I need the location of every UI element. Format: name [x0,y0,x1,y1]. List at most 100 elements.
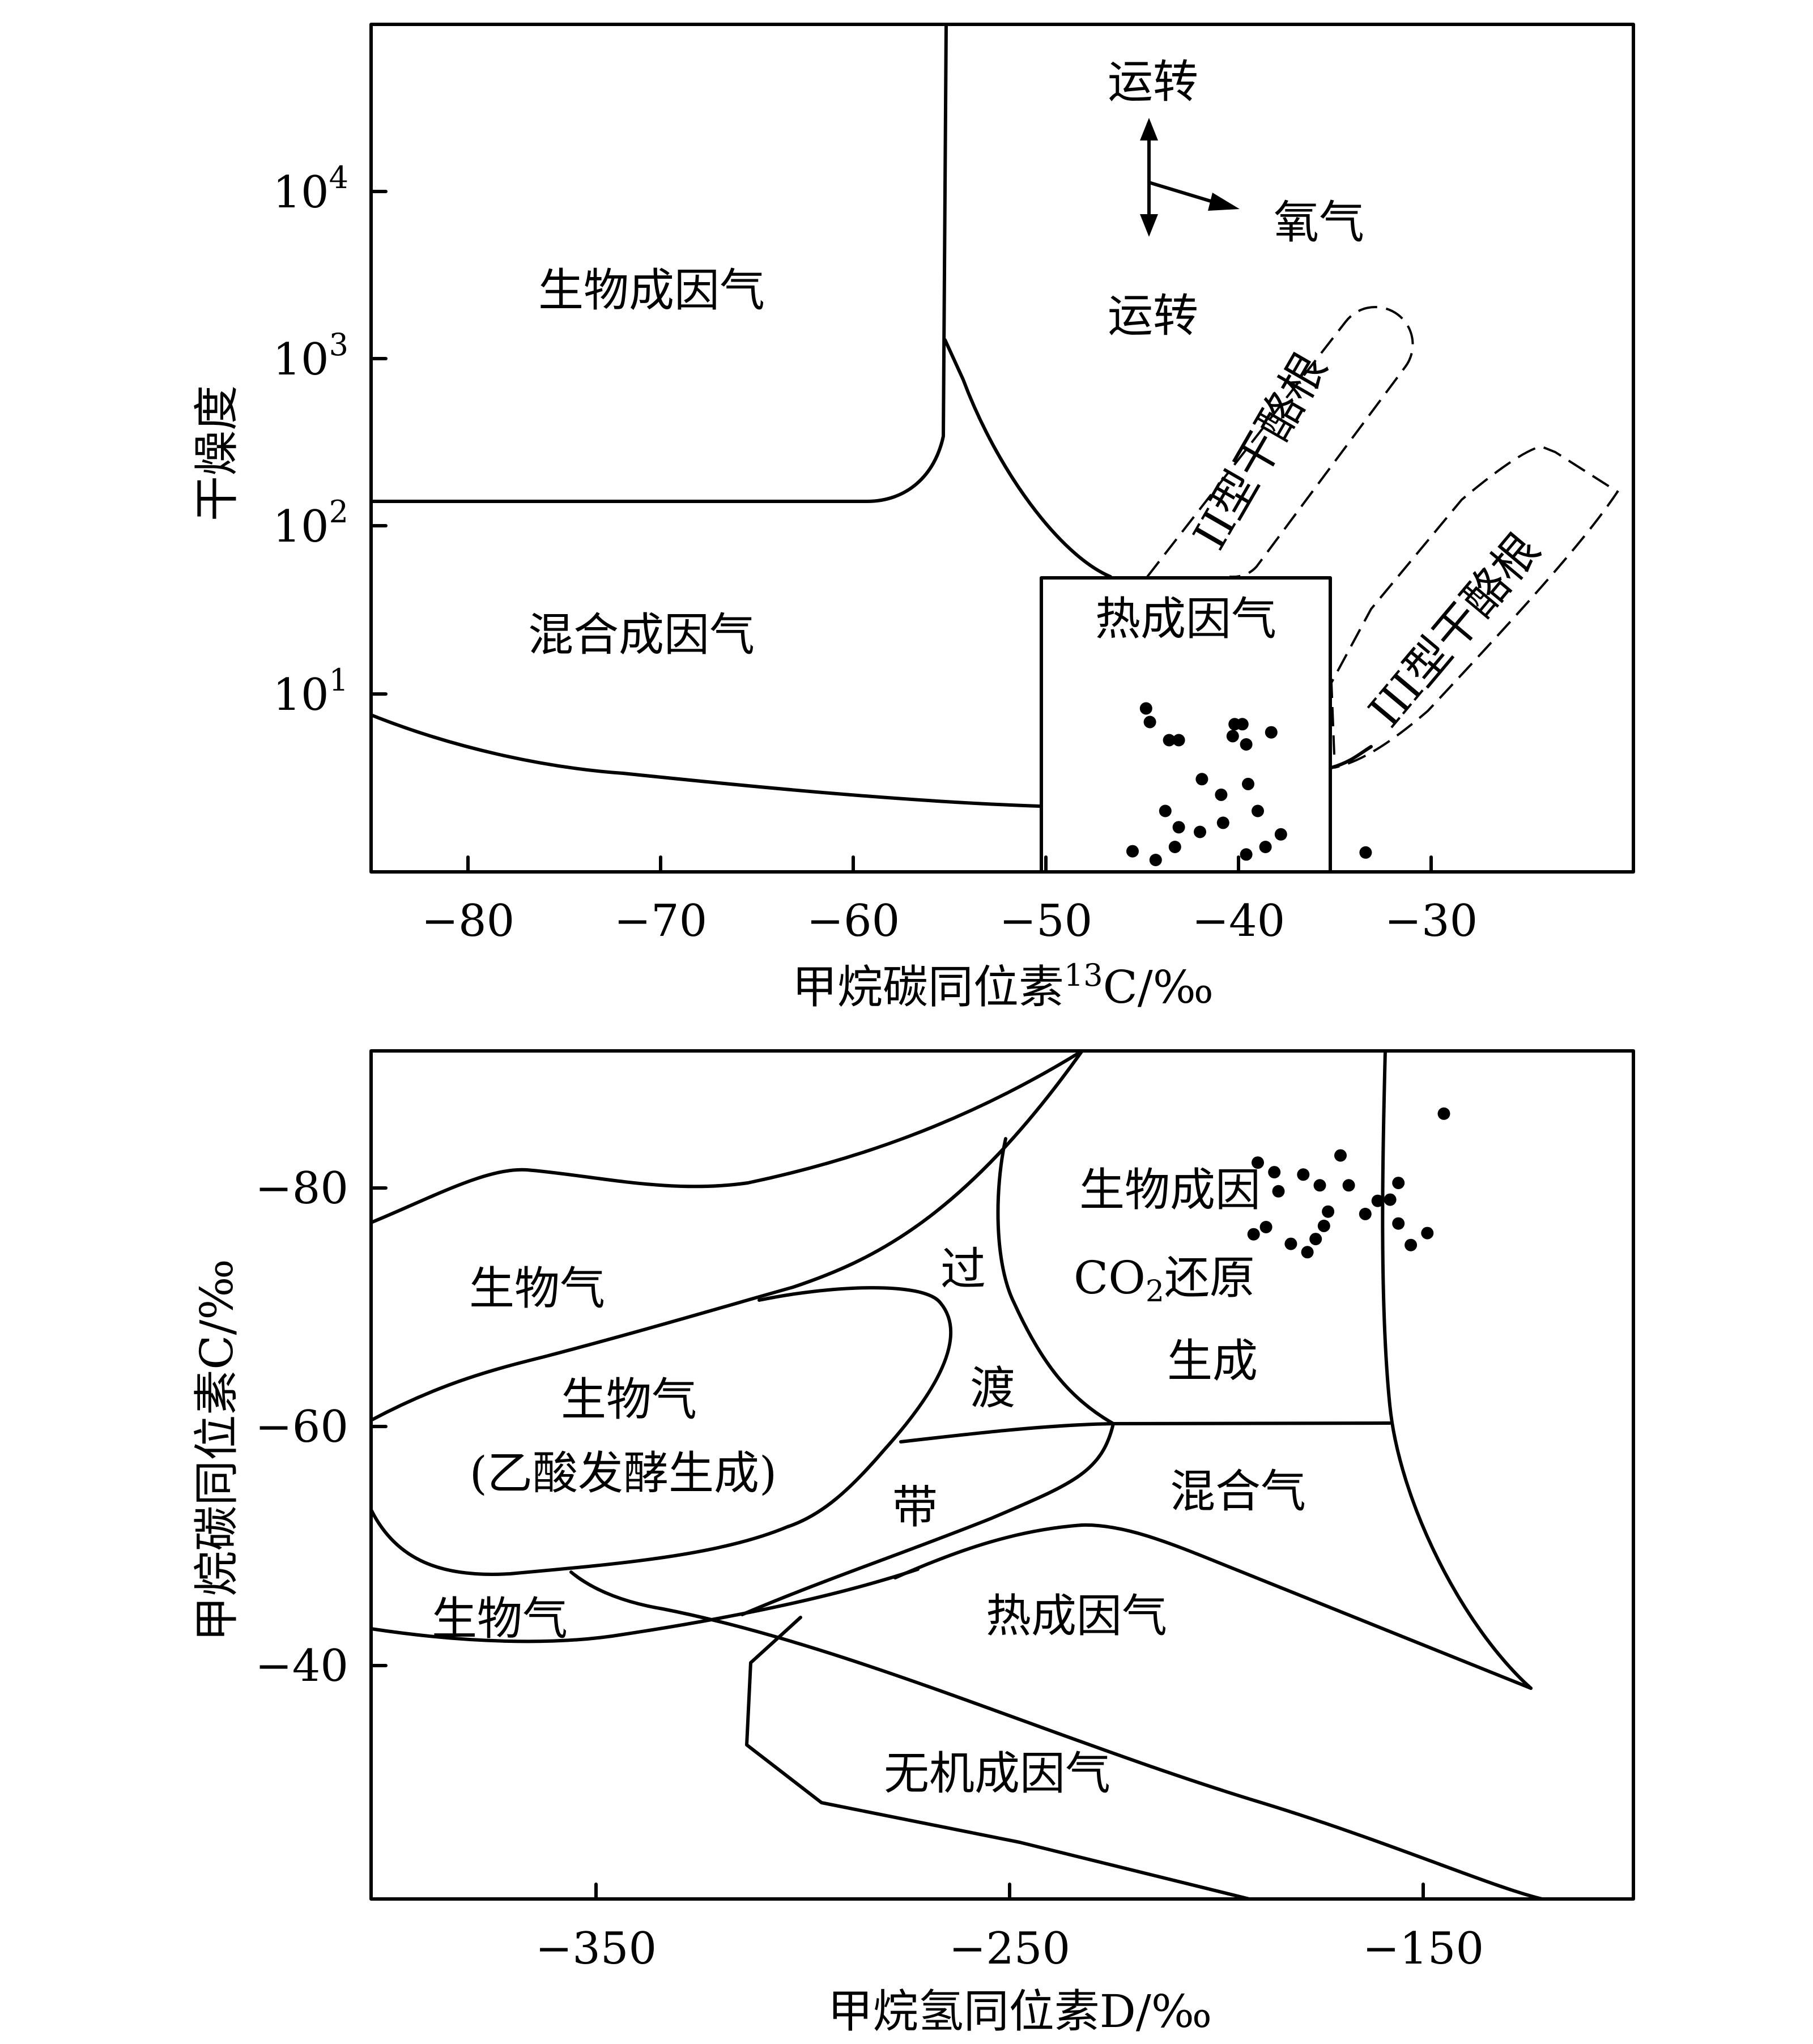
region-label-co2-reduction-1: 生物成因 [1079,1164,1261,1216]
data-point [1274,828,1287,841]
transition-middle-boundary [899,1421,1391,1443]
plot-frame-bottom [369,1049,1635,1901]
data-point [1143,716,1156,729]
region-label-mixed: 混合气 [1170,1465,1306,1518]
data-point [1297,1168,1310,1181]
x-axis-title-bottom: 甲烷氢同位素D/‰ [828,1985,1212,2038]
region-label-kerogen-II: II型干酪根 [1183,344,1337,558]
y-axis-bottom: −80 −60 −40 甲烷碳同位素C/‰ [190,1163,388,1692]
x-axis-bottom: −350 −250 −150 甲烷氢同位素D/‰ [535,1883,1484,2038]
data-point [1252,1156,1264,1169]
data-point [1405,1238,1418,1251]
region-label-mixed: 混合成因气 [528,608,755,661]
data-points-bottom [1247,1107,1450,1259]
thermogenic-upper-boundary [893,1523,1533,1690]
biogenic-upper-top-boundary [369,1049,1084,1224]
data-point [1215,788,1228,801]
data-point [1309,1233,1322,1246]
data-points-top [1126,702,1372,866]
y-tick-label: 101 [273,662,348,721]
data-point [1284,1237,1297,1250]
region-label-biogenic-acetate-note: (乙酸发酵生成) [470,1447,777,1500]
thermogenic-upper-boundary [943,338,1112,578]
y-tick-label: −40 [255,1641,348,1692]
x-tick-label: −80 [422,896,515,947]
data-point [1265,726,1278,739]
data-point [1268,1166,1281,1179]
thermogenic-lower-boundary [569,1570,1544,1901]
data-point [1317,1219,1330,1232]
data-point [1159,804,1172,817]
data-point [1301,1246,1314,1259]
panel-top: −80 −70 −60 −50 −40 −30 甲烷碳同位素13C/‰ 101 … [190,23,1635,1014]
x-tick-label: −30 [1385,896,1478,947]
data-point [1437,1107,1450,1120]
data-point [1240,848,1253,861]
data-point [1259,841,1272,853]
region-label-kerogen-III: III型干酪根 [1359,523,1550,738]
data-point [1168,841,1181,853]
region-label-migration-top: 运转 [1108,56,1198,108]
region-label-transition-3: 带 [892,1481,938,1534]
y-tick-label: 102 [273,494,348,552]
data-point [1252,804,1264,817]
data-point [1313,1179,1326,1192]
region-label-migration-bottom: 运转 [1108,289,1198,342]
data-point [1195,773,1208,786]
x-tick-label: −50 [999,896,1093,947]
data-point [1226,730,1239,743]
acetate-bubble [369,1286,953,1576]
data-point [1247,1228,1260,1241]
abiogenic-boundary [745,1616,1251,1901]
oxidation-arrow-head [1208,193,1240,211]
data-point [1126,845,1139,858]
region-labels-bottom: 生物气 生物气 (乙酸发酵生成) 生物气 过 渡 带 生物成因 CO2还原 生成… [432,1164,1306,1800]
region-label-transition-1: 过 [940,1243,986,1296]
data-point [1272,1185,1285,1198]
region-label-co2-reduction-2: CO2还原 [1074,1251,1255,1309]
y-axis-title-top: 干燥度 [190,385,243,521]
data-point [1371,1194,1384,1207]
data-point [1236,718,1249,731]
y-axis-top: 101 102 103 104 干燥度 [190,160,388,721]
co2-reduction-left-boundary [996,1137,1115,1425]
y-tick-label: 104 [273,160,348,218]
biogenic-lower-boundary [369,1568,920,1643]
migration-arrow-head-up [1140,118,1158,140]
data-point [1342,1179,1355,1192]
region-label-abiogenic: 无机成因气 [884,1747,1110,1800]
data-point [1149,854,1162,866]
region-label-biogenic-upper: 生物气 [469,1262,605,1315]
region-label-thermogenic: 热成因气 [986,1590,1167,1642]
kerogen-II-envelope [1146,306,1414,578]
region-label-biogenic-acetate: 生物气 [561,1373,697,1426]
migration-arrow-head-down [1140,214,1158,237]
region-boundaries-top [369,23,1619,874]
region-label-oxidation: 氧气 [1274,196,1364,249]
region-label-transition-2: 渡 [970,1362,1015,1415]
region-label-biogenic-lower: 生物气 [432,1592,568,1645]
data-point [1194,825,1206,838]
data-point [1334,1149,1347,1162]
data-point [1421,1227,1434,1240]
data-point [1392,1217,1405,1230]
mixed-lower-boundary [369,713,1041,808]
plot-frame-top [369,23,1635,874]
x-tick-label: −350 [535,1923,657,1974]
data-point [1359,1207,1372,1220]
data-point [1240,738,1253,751]
y-tick-label: −60 [255,1402,348,1453]
kerogen-III-envelope [1330,445,1619,769]
data-point [1384,1193,1397,1206]
y-tick-label: 103 [273,327,348,385]
y-tick-label: −80 [255,1163,348,1214]
x-tick-label: −250 [949,1923,1070,1974]
x-tick-label: −150 [1363,1923,1484,1974]
biogenic-upper-lower-boundary [369,1049,1084,1422]
x-tick-label: −70 [614,896,708,947]
data-point [1172,821,1185,834]
x-axis-top: −80 −70 −60 −50 −40 −30 甲烷碳同位素13C/‰ [422,855,1478,1014]
biogenic-boundary [369,23,948,503]
y-axis-title-bottom: 甲烷碳同位素C/‰ [190,1259,243,1642]
region-label-biogenic: 生物成因气 [538,264,765,317]
